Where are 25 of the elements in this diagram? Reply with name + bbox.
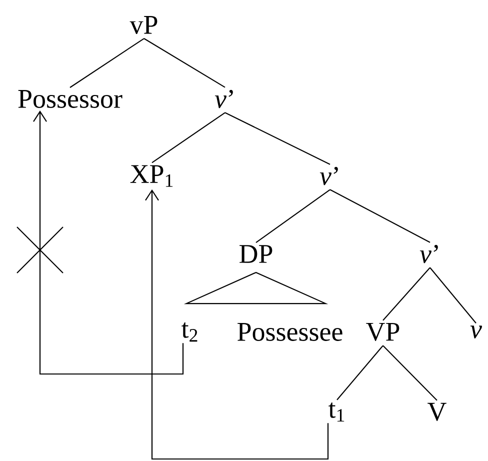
branch-line [430,267,476,324]
movement-arrow [145,189,329,460]
branch-line [382,267,430,321]
tree-node-label: Possessor [18,90,122,108]
branch-line [382,345,438,401]
branch-line [224,112,330,165]
tree-node-label: v’ [214,90,233,108]
movement-arrow [33,110,184,375]
branch-line [330,189,430,243]
tree-node-label: v’ [320,166,338,186]
tree-node-label: XP$_{1}$ [130,165,173,187]
tree-node-label: Possessee [238,323,342,341]
tree-node-label: V [428,402,446,422]
tree-node-label: v’ [420,244,438,264]
tree-node-label: t$_{1}$ [328,402,344,422]
branch-line [336,345,384,400]
tree-node-label: VP [366,322,400,342]
branch-line [70,38,144,88]
tree-node-label: vP [130,16,158,34]
branch-line [152,112,226,164]
tree-node-label: v [470,326,482,338]
branch-line [256,189,330,244]
branch-line [144,38,226,88]
tree-node-label: DP [240,245,272,263]
tree-node-label: t$_{2}$ [182,322,198,342]
